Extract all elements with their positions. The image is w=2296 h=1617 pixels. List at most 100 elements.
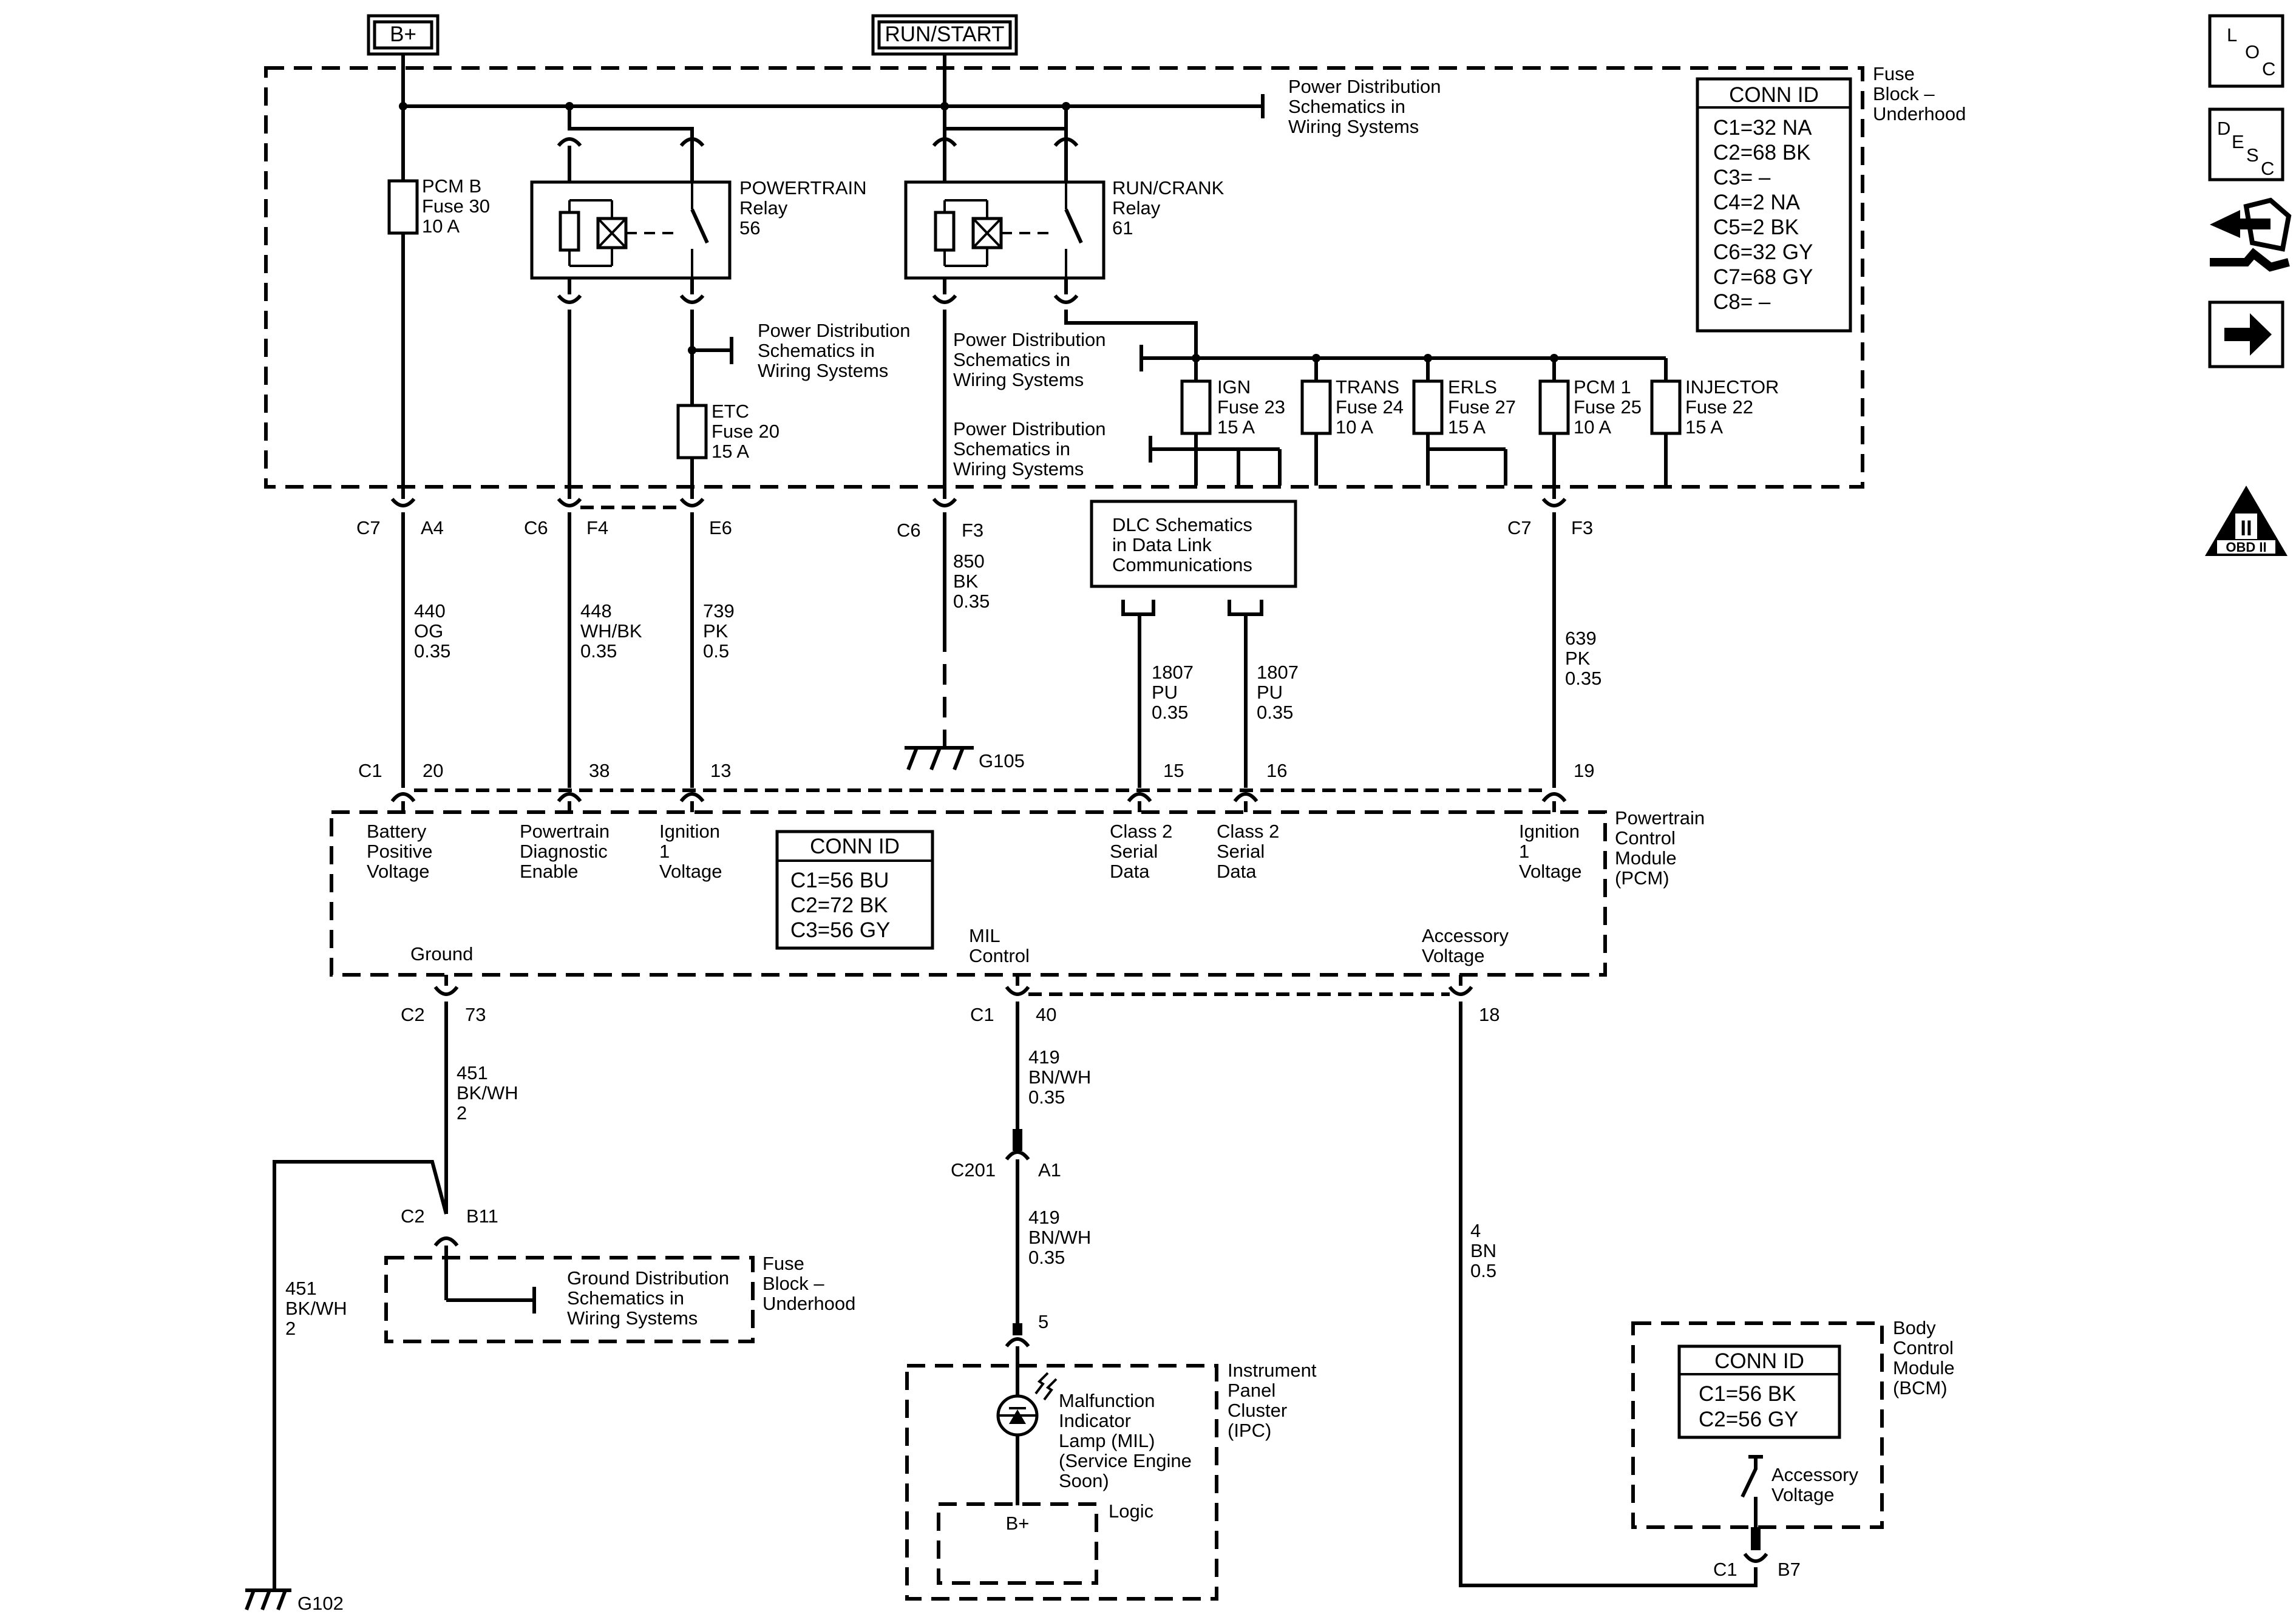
svg-text:C3= –: C3= – (1713, 166, 1771, 189)
bcm-module: Body Control Module (BCM) CONN ID C1=56 … (1631, 1317, 1955, 1580)
svg-text:Cluster: Cluster (1228, 1400, 1287, 1421)
pcm-pin-labels: Battery Positive Voltage Powertrain Diag… (367, 821, 1581, 882)
svg-text:Block –: Block – (1873, 83, 1935, 104)
svg-text:CONN ID: CONN ID (810, 835, 900, 858)
svg-text:18: 18 (1479, 1004, 1500, 1025)
svg-text:II: II (2240, 517, 2252, 540)
svg-text:Indicator: Indicator (1059, 1410, 1131, 1431)
svg-text:10 A: 10 A (1336, 416, 1373, 438)
desc-button[interactable]: D E S C (2208, 107, 2284, 181)
svg-text:Wiring Systems: Wiring Systems (1288, 116, 1419, 137)
svg-text:Fuse 25: Fuse 25 (1574, 396, 1642, 418)
svg-text:15 A: 15 A (1448, 416, 1486, 438)
svg-text:Wiring Systems: Wiring Systems (758, 360, 888, 381)
svg-text:O: O (2245, 41, 2260, 63)
svg-text:BN: BN (1470, 1240, 1496, 1261)
svg-text:0.35: 0.35 (1257, 702, 1293, 723)
svg-text:S: S (2246, 144, 2259, 166)
g102-ground: G102 (245, 1588, 344, 1614)
svg-text:Power Distribution: Power Distribution (758, 320, 911, 341)
svg-text:PK: PK (1565, 648, 1591, 669)
svg-text:C201: C201 (951, 1159, 996, 1181)
svg-text:Enable: Enable (520, 861, 579, 882)
svg-text:C1=56 BK: C1=56 BK (1699, 1382, 1796, 1406)
svg-text:1: 1 (1519, 841, 1529, 862)
pcm-title: Powertrain Control Module (PCM) (1615, 807, 1705, 889)
svg-text:Body: Body (1893, 1317, 1936, 1338)
top-connectors: C7 A4 C6 F4 E6 C6 F3 C7 F3 (356, 486, 1593, 541)
ground-distribution-block: C2 B11 Ground Distribution Schematics in… (384, 1205, 855, 1343)
svg-text:C: C (2262, 58, 2275, 80)
svg-text:C8= –: C8= – (1713, 290, 1771, 314)
pds-ref-etc: Power Distribution Schematics in Wiring … (758, 320, 911, 381)
etc-fuse-label: ETC Fuse 20 15 A (712, 401, 779, 462)
wire-1807b-label: 1807 PU 0.35 (1257, 662, 1299, 723)
svg-text:RUN/CRANK: RUN/CRANK (1112, 177, 1224, 198)
svg-text:E: E (2232, 131, 2244, 152)
run-start-source: RUN/START (871, 14, 1018, 56)
svg-text:D: D (2217, 118, 2230, 139)
svg-text:Positive: Positive (367, 841, 433, 862)
next-arrow-button[interactable] (2208, 300, 2284, 368)
svg-text:0.35: 0.35 (1028, 1086, 1065, 1108)
svg-text:BN/WH: BN/WH (1028, 1227, 1091, 1248)
connector-tools-icon[interactable] (2210, 197, 2292, 272)
svg-text:15 A: 15 A (1685, 416, 1723, 438)
svg-text:Soon): Soon) (1059, 1470, 1109, 1491)
svg-text:Underhood: Underhood (763, 1293, 855, 1314)
svg-text:0.5: 0.5 (703, 640, 729, 662)
svg-text:CONN ID: CONN ID (1729, 83, 1819, 107)
svg-text:Voltage: Voltage (1519, 861, 1581, 882)
svg-text:OG: OG (414, 620, 443, 642)
run-start-label: RUN/START (885, 22, 1004, 46)
svg-text:0.35: 0.35 (1565, 668, 1601, 689)
wire-448-label: 448 WH/BK 0.35 (580, 600, 642, 662)
svg-text:Fuse: Fuse (763, 1253, 804, 1274)
svg-text:Schematics in: Schematics in (758, 340, 875, 361)
svg-text:Malfunction: Malfunction (1059, 1390, 1155, 1411)
svg-text:Data: Data (1110, 861, 1150, 882)
wire-739-label: 739 PK 0.5 (703, 600, 735, 662)
svg-text:L: L (2227, 24, 2237, 46)
pds-ref-ign: Power Distribution Schematics in Wiring … (953, 418, 1106, 480)
wire-451b-label: 451 BK/WH 2 (285, 1278, 347, 1339)
injector-fuse: INJECTOR Fuse 22 15 A (1650, 358, 1779, 486)
svg-text:C1: C1 (970, 1004, 994, 1025)
svg-text:Instrument: Instrument (1228, 1360, 1317, 1381)
svg-text:C6: C6 (524, 517, 548, 538)
svg-text:448: 448 (580, 600, 612, 622)
svg-text:F4: F4 (586, 517, 608, 538)
svg-text:0.35: 0.35 (580, 640, 617, 662)
svg-text:40: 40 (1036, 1004, 1056, 1025)
svg-text:Underhood: Underhood (1873, 103, 1966, 124)
svg-text:Class 2: Class 2 (1110, 821, 1172, 842)
svg-text:C6: C6 (897, 520, 921, 541)
svg-text:419: 419 (1028, 1207, 1060, 1228)
svg-text:(Service Engine: (Service Engine (1059, 1450, 1192, 1471)
svg-text:(PCM): (PCM) (1615, 867, 1669, 889)
svg-text:C6=32 GY: C6=32 GY (1713, 240, 1813, 264)
svg-text:C2=68 BK: C2=68 BK (1713, 141, 1811, 164)
etc-fuse (676, 404, 708, 459)
svg-text:TRANS: TRANS (1336, 376, 1399, 398)
svg-text:19: 19 (1574, 760, 1594, 781)
svg-text:Data: Data (1217, 861, 1257, 882)
svg-text:C4=2 NA: C4=2 NA (1713, 191, 1801, 214)
svg-text:Communications: Communications (1112, 554, 1252, 575)
svg-text:(BCM): (BCM) (1893, 1377, 1948, 1398)
svg-text:Control: Control (1615, 827, 1676, 849)
svg-text:4: 4 (1470, 1220, 1481, 1241)
pcm-bottom-labels: Ground MIL Control Accessory Voltage (410, 925, 1509, 966)
pcm-boundary (330, 810, 1607, 977)
svg-text:Class 2: Class 2 (1217, 821, 1279, 842)
svg-text:639: 639 (1565, 628, 1597, 649)
svg-text:ERLS: ERLS (1448, 376, 1497, 398)
svg-text:IGN: IGN (1217, 376, 1251, 398)
svg-text:15 A: 15 A (712, 441, 749, 462)
loc-button[interactable]: L O C (2208, 14, 2284, 88)
svg-text:Ground Distribution: Ground Distribution (567, 1267, 729, 1289)
obd-ii-icon: II OBD II (2205, 486, 2288, 556)
wire-451a-label: 451 BK/WH 2 (457, 1062, 518, 1124)
svg-text:Fuse 24: Fuse 24 (1336, 396, 1404, 418)
svg-text:POWERTRAIN: POWERTRAIN (739, 177, 867, 198)
